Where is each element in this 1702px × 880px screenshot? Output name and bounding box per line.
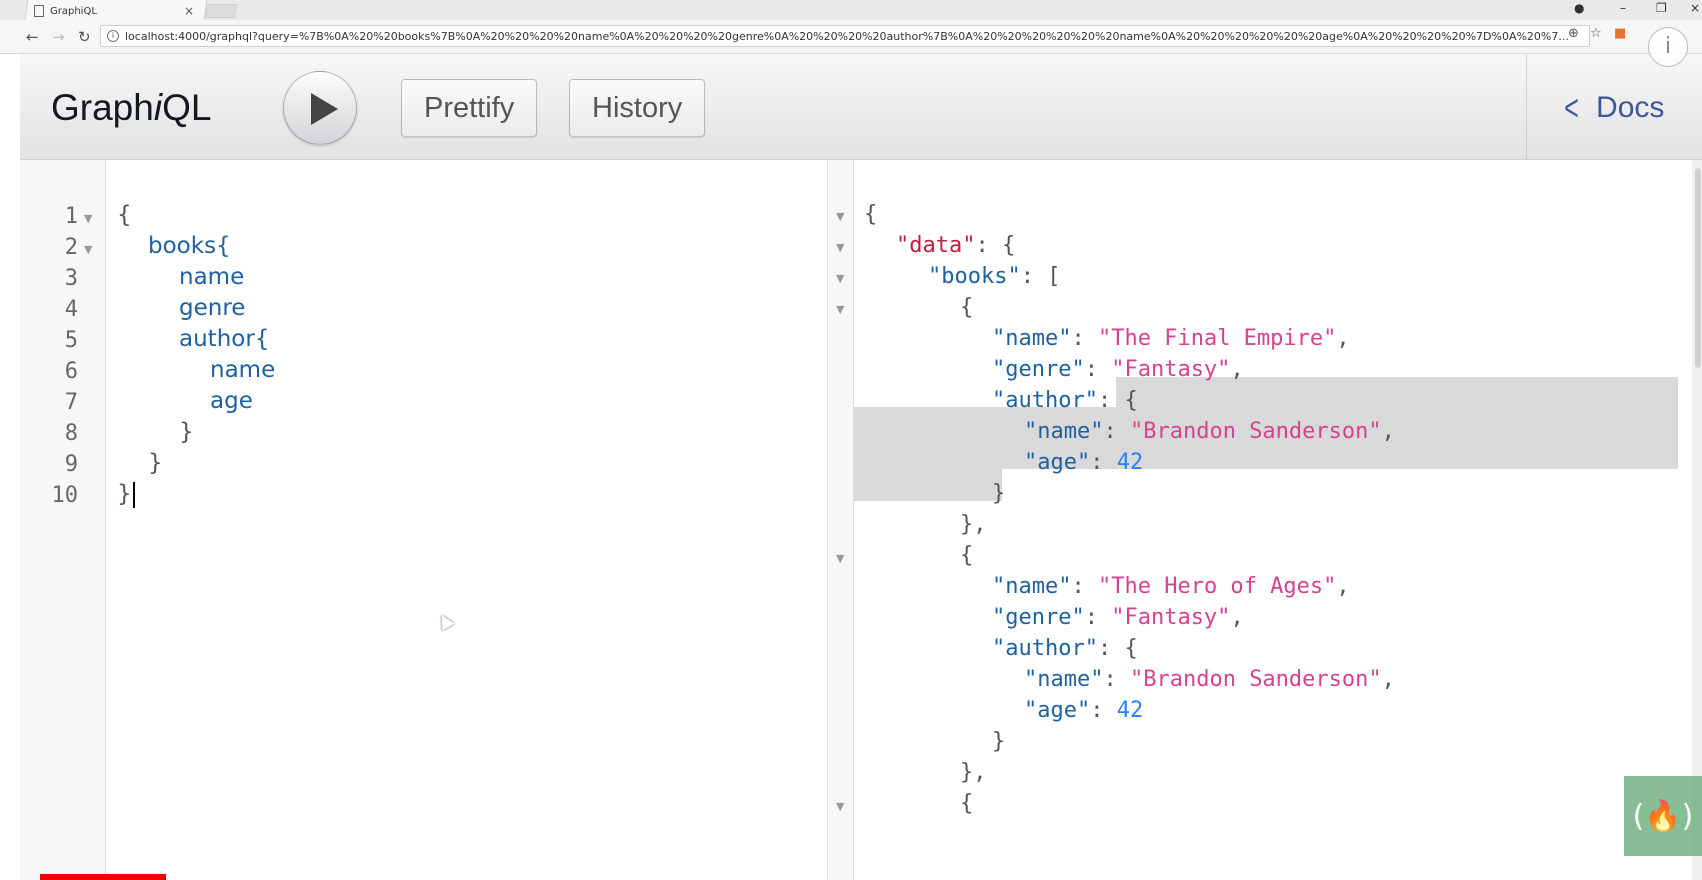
result-line: { bbox=[960, 295, 974, 320]
back-icon[interactable]: ← bbox=[26, 28, 39, 46]
result-viewer[interactable]: ▼ ▼ ▼ ▼ ▼ ▼ { "data": { "books": [ { "na… bbox=[828, 160, 1702, 880]
result-line: "author": { bbox=[992, 636, 1138, 661]
query-line: age bbox=[210, 388, 253, 414]
chevron-left-icon: < bbox=[1564, 87, 1579, 128]
result-line: "name": "Brandon Sanderson", bbox=[1024, 667, 1395, 692]
video-progress-bar[interactable] bbox=[40, 874, 166, 880]
fold-arrow-icon[interactable]: ▼ bbox=[836, 272, 845, 285]
selection-highlight bbox=[1116, 377, 1678, 407]
url-input[interactable]: i localhost:4000/graphql?query=%7B%0A%20… bbox=[100, 25, 1590, 47]
selection-highlight bbox=[854, 407, 1678, 469]
query-line: } bbox=[117, 481, 135, 508]
line-number: 8 bbox=[64, 421, 78, 446]
fold-arrow-icon[interactable]: ▼ bbox=[84, 212, 93, 225]
selection-highlight bbox=[854, 469, 1002, 501]
result-line: "genre": "Fantasy", bbox=[992, 605, 1244, 630]
fold-arrow-icon[interactable]: ▼ bbox=[836, 303, 845, 316]
line-number: 2 bbox=[64, 235, 78, 260]
result-line: "name": "The Hero of Ages", bbox=[992, 574, 1350, 599]
docs-button[interactable]: < Docs bbox=[1561, 87, 1664, 129]
execute-query-button[interactable] bbox=[283, 71, 357, 145]
fold-arrow-icon[interactable]: ▼ bbox=[84, 243, 93, 256]
graphiql-toolbar: GraphiQL Prettify History < Docs bbox=[20, 54, 1702, 160]
docs-section: < Docs bbox=[1526, 54, 1702, 160]
result-line: "books": [ bbox=[928, 264, 1061, 289]
result-line: "genre": "Fantasy", bbox=[992, 357, 1244, 382]
result-line: "age": 42 bbox=[1024, 698, 1144, 723]
query-line: } bbox=[179, 419, 194, 445]
minimize-icon[interactable]: – bbox=[1620, 1, 1626, 15]
bookmark-star-icon[interactable]: ☆ bbox=[1590, 26, 1602, 41]
prettify-button[interactable]: Prettify bbox=[401, 79, 538, 137]
play-icon bbox=[311, 93, 338, 125]
line-number: 1 bbox=[64, 204, 78, 229]
line-number: 4 bbox=[64, 297, 78, 322]
query-editor[interactable]: 1 2 3 4 5 6 7 8 9 10 ▼ ▼ { books{ name g… bbox=[20, 160, 828, 880]
page-icon bbox=[34, 5, 44, 17]
result-line: "name": "Brandon Sanderson", bbox=[1024, 419, 1395, 444]
browser-tab-content[interactable]: GraphiQL × bbox=[34, 2, 204, 20]
result-line: { bbox=[960, 543, 974, 568]
query-gutter: 1 2 3 4 5 6 7 8 9 10 ▼ ▼ bbox=[20, 160, 106, 880]
result-line: }, bbox=[960, 512, 987, 537]
result-line: } bbox=[992, 481, 1006, 506]
line-number: 5 bbox=[64, 328, 78, 353]
new-tab-button[interactable] bbox=[205, 4, 237, 18]
result-gutter: ▼ ▼ ▼ ▼ ▼ ▼ bbox=[828, 160, 854, 880]
result-scrollbar[interactable] bbox=[1692, 160, 1702, 880]
result-line: "age": 42 bbox=[1024, 450, 1144, 475]
query-line: author{ bbox=[179, 326, 270, 352]
profile-icon[interactable]: ● bbox=[1574, 1, 1585, 15]
result-line: { bbox=[864, 202, 878, 227]
history-button[interactable]: History bbox=[569, 79, 706, 137]
fold-arrow-icon[interactable]: ▼ bbox=[836, 552, 845, 565]
result-line: }, bbox=[960, 760, 987, 785]
channel-logo-icon: (🔥) bbox=[1624, 776, 1702, 856]
line-number: 3 bbox=[64, 266, 78, 291]
tab-title: GraphiQL bbox=[50, 5, 97, 17]
graphiql-app: GraphiQL Prettify History < Docs 1 2 3 4… bbox=[20, 54, 1702, 880]
query-line: name bbox=[179, 264, 245, 290]
fold-arrow-icon[interactable]: ▼ bbox=[836, 241, 845, 254]
reload-icon[interactable]: ↻ bbox=[78, 28, 91, 46]
close-window-icon[interactable]: × bbox=[1690, 1, 1701, 15]
zoom-icon[interactable]: ⊕ bbox=[1568, 26, 1579, 41]
tab-close-icon[interactable]: × bbox=[183, 4, 194, 18]
fold-arrow-icon[interactable]: ▼ bbox=[836, 800, 845, 813]
result-line: { bbox=[960, 791, 974, 816]
text-cursor bbox=[132, 481, 135, 508]
line-number: 10 bbox=[51, 483, 79, 508]
scrollbar-thumb[interactable] bbox=[1695, 168, 1701, 368]
fold-arrow-icon[interactable]: ▼ bbox=[836, 210, 845, 223]
query-line: genre bbox=[179, 295, 246, 321]
browser-tab-bar: GraphiQL × ● – ❐ × bbox=[0, 0, 1702, 20]
result-line: "data": { bbox=[896, 233, 1016, 258]
query-line: { bbox=[117, 202, 132, 228]
url-text: localhost:4000/graphql?query=%7B%0A%20%2… bbox=[125, 29, 1569, 43]
line-number: 9 bbox=[64, 452, 78, 477]
video-info-icon[interactable]: i bbox=[1648, 27, 1688, 67]
browser-address-bar: ← → ↻ i localhost:4000/graphql?query=%7B… bbox=[0, 20, 1702, 54]
forward-icon[interactable]: → bbox=[52, 28, 65, 46]
docs-label: Docs bbox=[1596, 91, 1665, 124]
result-line: } bbox=[992, 729, 1006, 754]
restore-icon[interactable]: ❐ bbox=[1656, 1, 1667, 15]
info-icon[interactable]: i bbox=[107, 30, 119, 42]
query-line: books{ bbox=[148, 233, 231, 259]
query-line: } bbox=[148, 450, 163, 476]
graphiql-logo: GraphiQL bbox=[51, 87, 212, 128]
result-line: "name": "The Final Empire", bbox=[992, 326, 1350, 351]
query-line: name bbox=[210, 357, 276, 383]
line-number: 7 bbox=[64, 390, 78, 415]
mouse-pointer-icon bbox=[435, 611, 455, 631]
result-line: "author": { bbox=[992, 388, 1138, 413]
line-number: 6 bbox=[64, 359, 78, 384]
extension-icon[interactable]: ■ bbox=[1614, 26, 1627, 41]
